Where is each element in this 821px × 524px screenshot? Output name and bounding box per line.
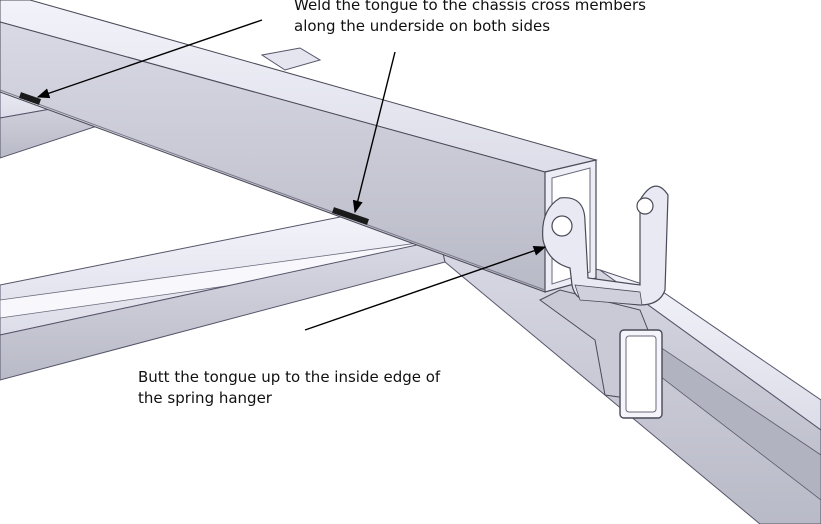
leader-butt (304, 245, 547, 331)
weld-mark-left (19, 92, 41, 105)
spring-hanger-tube (539, 289, 663, 419)
weld-callout-line1: Weld the tongue to the chassis cross mem… (294, 0, 646, 14)
weld-mark-right (332, 207, 369, 225)
front-cross-member (0, 214, 446, 381)
leader-weld-left (36, 19, 263, 99)
weld-callout-line2: along the underside on both sides (294, 17, 551, 35)
butt-callout: Butt the tongue up to the inside edge of… (138, 367, 440, 409)
leader-lines (36, 19, 547, 331)
spring-hanger-bracket (542, 185, 669, 306)
leader-weld-right (352, 51, 396, 214)
weld-marks (19, 92, 369, 225)
weld-callout: Weld the tongue to the chassis cross mem… (294, 0, 646, 37)
butt-callout-line2: the spring hanger (138, 389, 272, 407)
butt-callout-line1: Butt the tongue up to the inside edge of (138, 368, 441, 386)
far-bracket (260, 47, 322, 71)
